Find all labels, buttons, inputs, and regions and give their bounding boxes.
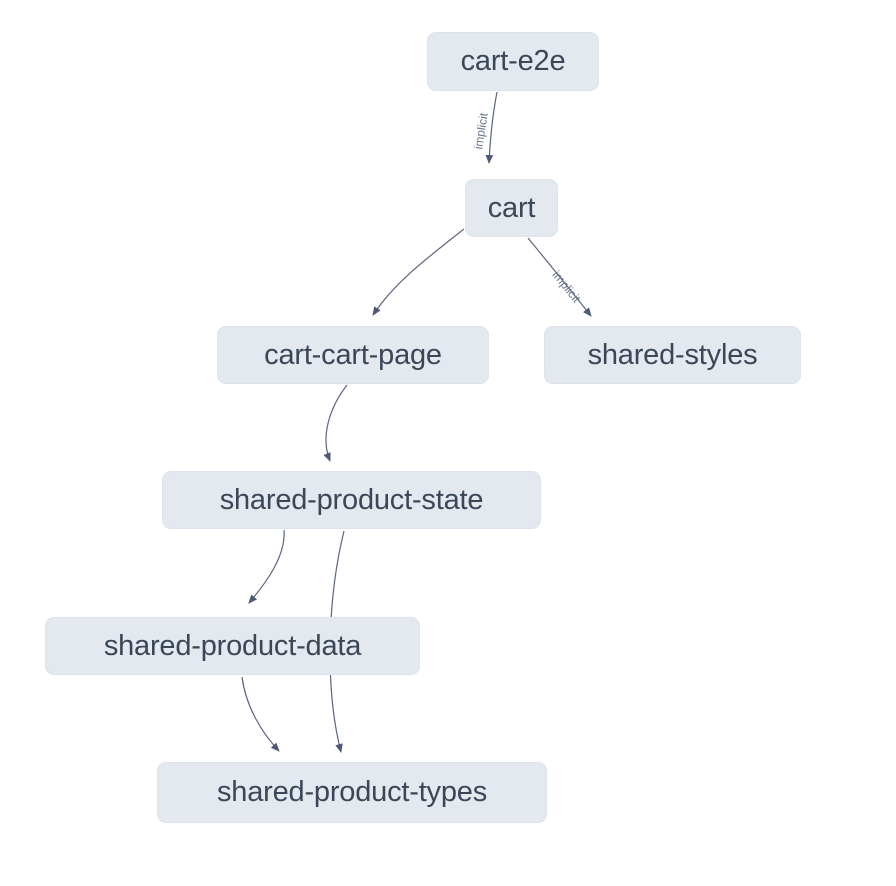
node-label: cart-e2e	[460, 45, 566, 77]
node-label: cart	[487, 191, 536, 224]
graph-node-shared-product-types[interactable]: shared-product-types	[157, 762, 547, 823]
node-label: shared-product-types	[216, 776, 488, 808]
node-label: shared-product-data	[103, 629, 362, 662]
graph-node-shared-product-state[interactable]: shared-product-state	[162, 471, 541, 529]
edge-label-implicit-shared-styles: implicit	[549, 268, 583, 306]
edge-cart-cart-page-to-shared-product-state	[323, 384, 348, 462]
edge-shared-product-state-to-shared-product-data	[248, 529, 285, 604]
node-label: shared-product-state	[219, 483, 484, 516]
edge-cart-to-cart-cart-page	[372, 228, 465, 316]
node-label: shared-styles	[587, 338, 758, 371]
edge-label-implicit-cart-e2e: implicit	[471, 111, 491, 150]
edge-cart-e2e-to-cart	[485, 91, 498, 164]
graph-node-cart-e2e[interactable]: cart-e2e	[427, 32, 599, 91]
graph-node-shared-product-data[interactable]: shared-product-data	[45, 617, 420, 675]
graph-node-shared-styles[interactable]: shared-styles	[544, 326, 801, 384]
edge-cart-to-shared-styles	[527, 237, 592, 317]
graph-node-cart-cart-page[interactable]: cart-cart-page	[217, 326, 489, 384]
graph-node-cart[interactable]: cart	[465, 179, 558, 237]
node-label: cart-cart-page	[264, 338, 442, 371]
edge-shared-product-data-to-shared-product-types	[241, 676, 280, 752]
